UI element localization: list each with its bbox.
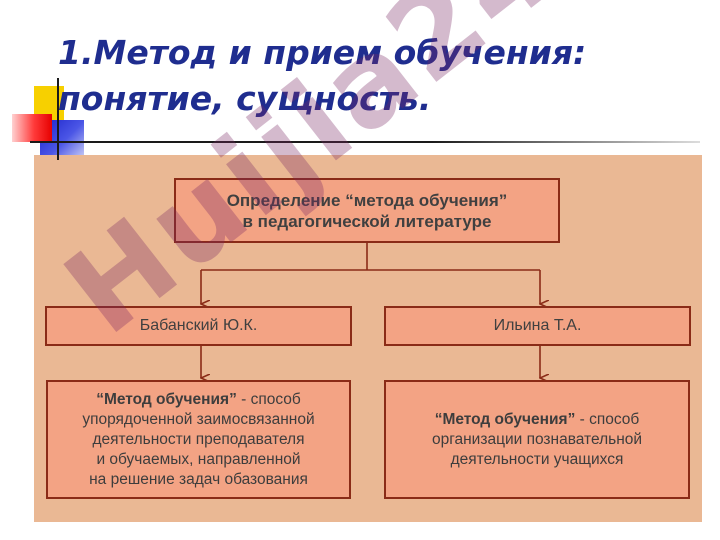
- definition-right-line1: “Метод обучения” - способ: [432, 410, 642, 430]
- definition-left-line4: и обучаемых, направленной: [96, 450, 301, 468]
- root-line2: в педагогической литературе: [242, 211, 492, 231]
- root-box: Определение “метода обучения” в педагоги…: [174, 178, 560, 243]
- slide-title: 1.Метод и прием обучения: понятие, сущно…: [58, 30, 586, 122]
- definition-left-term: “Метод обучения”: [96, 390, 237, 408]
- decor-red-square: [12, 114, 52, 142]
- definition-box-ilyina: “Метод обучения” - способ организации по…: [384, 380, 690, 499]
- author-ilyina: Ильина Т.А.: [493, 317, 582, 334]
- root-line1: Определение “метода обучения”: [226, 190, 508, 210]
- slide-title-line1: 1.Метод и прием обучения:: [58, 33, 587, 72]
- slide-title-line2: понятие, сущность.: [58, 79, 432, 118]
- definition-left-line1: “Метод обучения” - способ: [82, 390, 314, 410]
- definition-left-line5: на решение задач обазования: [89, 470, 308, 488]
- definition-box-babansky: “Метод обучения” - способ упорядоченной …: [46, 380, 351, 499]
- definition-right-suffix: - способ: [575, 410, 640, 428]
- decor-vertical-line: [57, 78, 59, 160]
- definition-left-line3: деятельности преподавателя: [92, 430, 305, 448]
- author-box-babansky: Бабанский Ю.К.: [45, 306, 352, 346]
- author-box-ilyina: Ильина Т.А.: [384, 306, 691, 346]
- definition-right-line2: организации познавательной: [431, 430, 643, 448]
- definition-right-line3: деятельности учащихся: [450, 450, 624, 468]
- author-babansky: Бабанский Ю.К.: [139, 317, 258, 334]
- title-underline: [30, 141, 700, 143]
- definition-left-suffix: - способ: [236, 390, 301, 408]
- definition-left-line2: упорядоченной заимосвязанной: [82, 410, 315, 428]
- definition-right-term: “Метод обучения”: [434, 410, 576, 428]
